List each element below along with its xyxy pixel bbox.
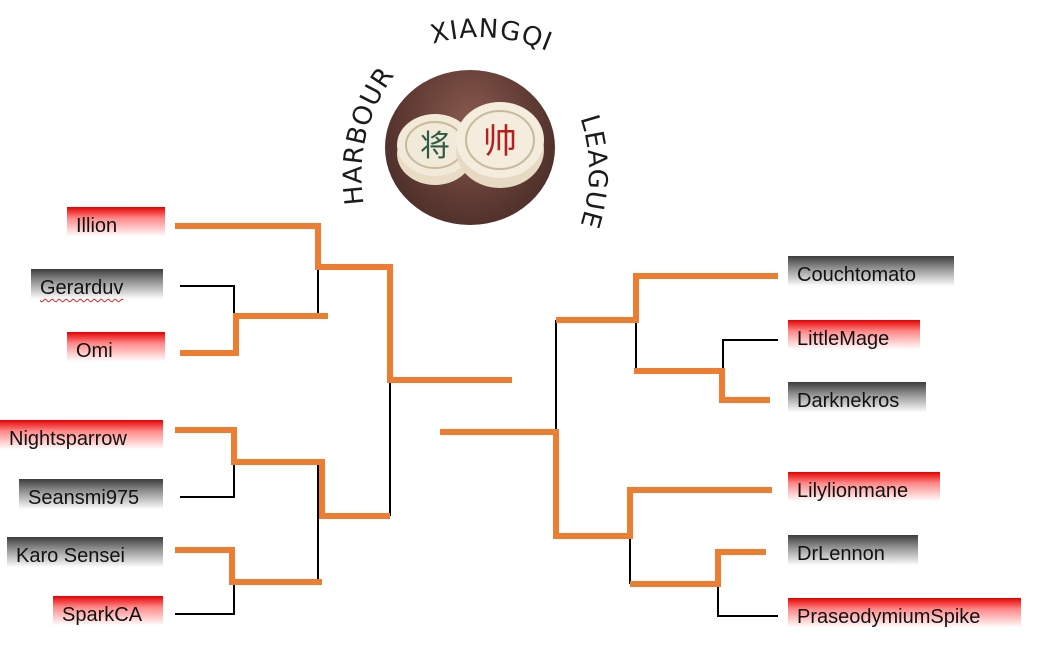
logo-word-top: XIANGQI [428,14,557,58]
player-name: Lilylionmane [797,480,909,502]
player-tag: Lilylionmane [788,472,940,510]
player-name: Karo Sensei [16,545,125,567]
player-name: PraseodymiumSpike [797,606,981,628]
marshal-piece-icon: 帅 [483,122,517,162]
player-name: SparkCA [62,604,143,626]
player-tag: Illion [67,207,165,245]
player-name: Seansmi975 [28,487,140,509]
player-tag: Gerarduv [31,269,163,307]
player-name: Illion [76,215,118,237]
player-tag: Karo Sensei [7,537,163,575]
player-name: Couchtomato [797,264,916,286]
general-piece-icon: 将 [420,129,450,164]
player-name: Omi [76,340,113,362]
logo-word-right: LEAGUE [573,112,612,233]
logo-word-left: HARBOUR [338,61,400,206]
player-name: Darknekros [797,390,900,412]
player-tag: Omi [67,332,165,370]
player-name: Nightsparrow [9,428,127,450]
player-name: LittleMage [797,328,890,350]
player-tag: Darknekros [788,382,926,420]
xiangqi-pieces-icon: 将 帅 [397,102,544,188]
player-name: DrLennon [797,543,885,565]
logo-image: 将 帅 [385,70,555,225]
player-tag: PraseodymiumSpike [788,598,1021,636]
logo-title: XIANGQI HARBOUR LEAGUE [338,14,612,233]
player-tag: DrLennon [788,535,918,573]
player-tag: Couchtomato [788,256,954,294]
player-tag: Nightsparrow [0,420,163,458]
advance-connectors [175,223,778,587]
player-tag: Seansmi975 [19,479,163,517]
plain-connectors [175,265,778,617]
player-name: Gerarduv [40,277,124,299]
player-tag: LittleMage [788,320,920,358]
player-tag: SparkCA [53,596,163,634]
